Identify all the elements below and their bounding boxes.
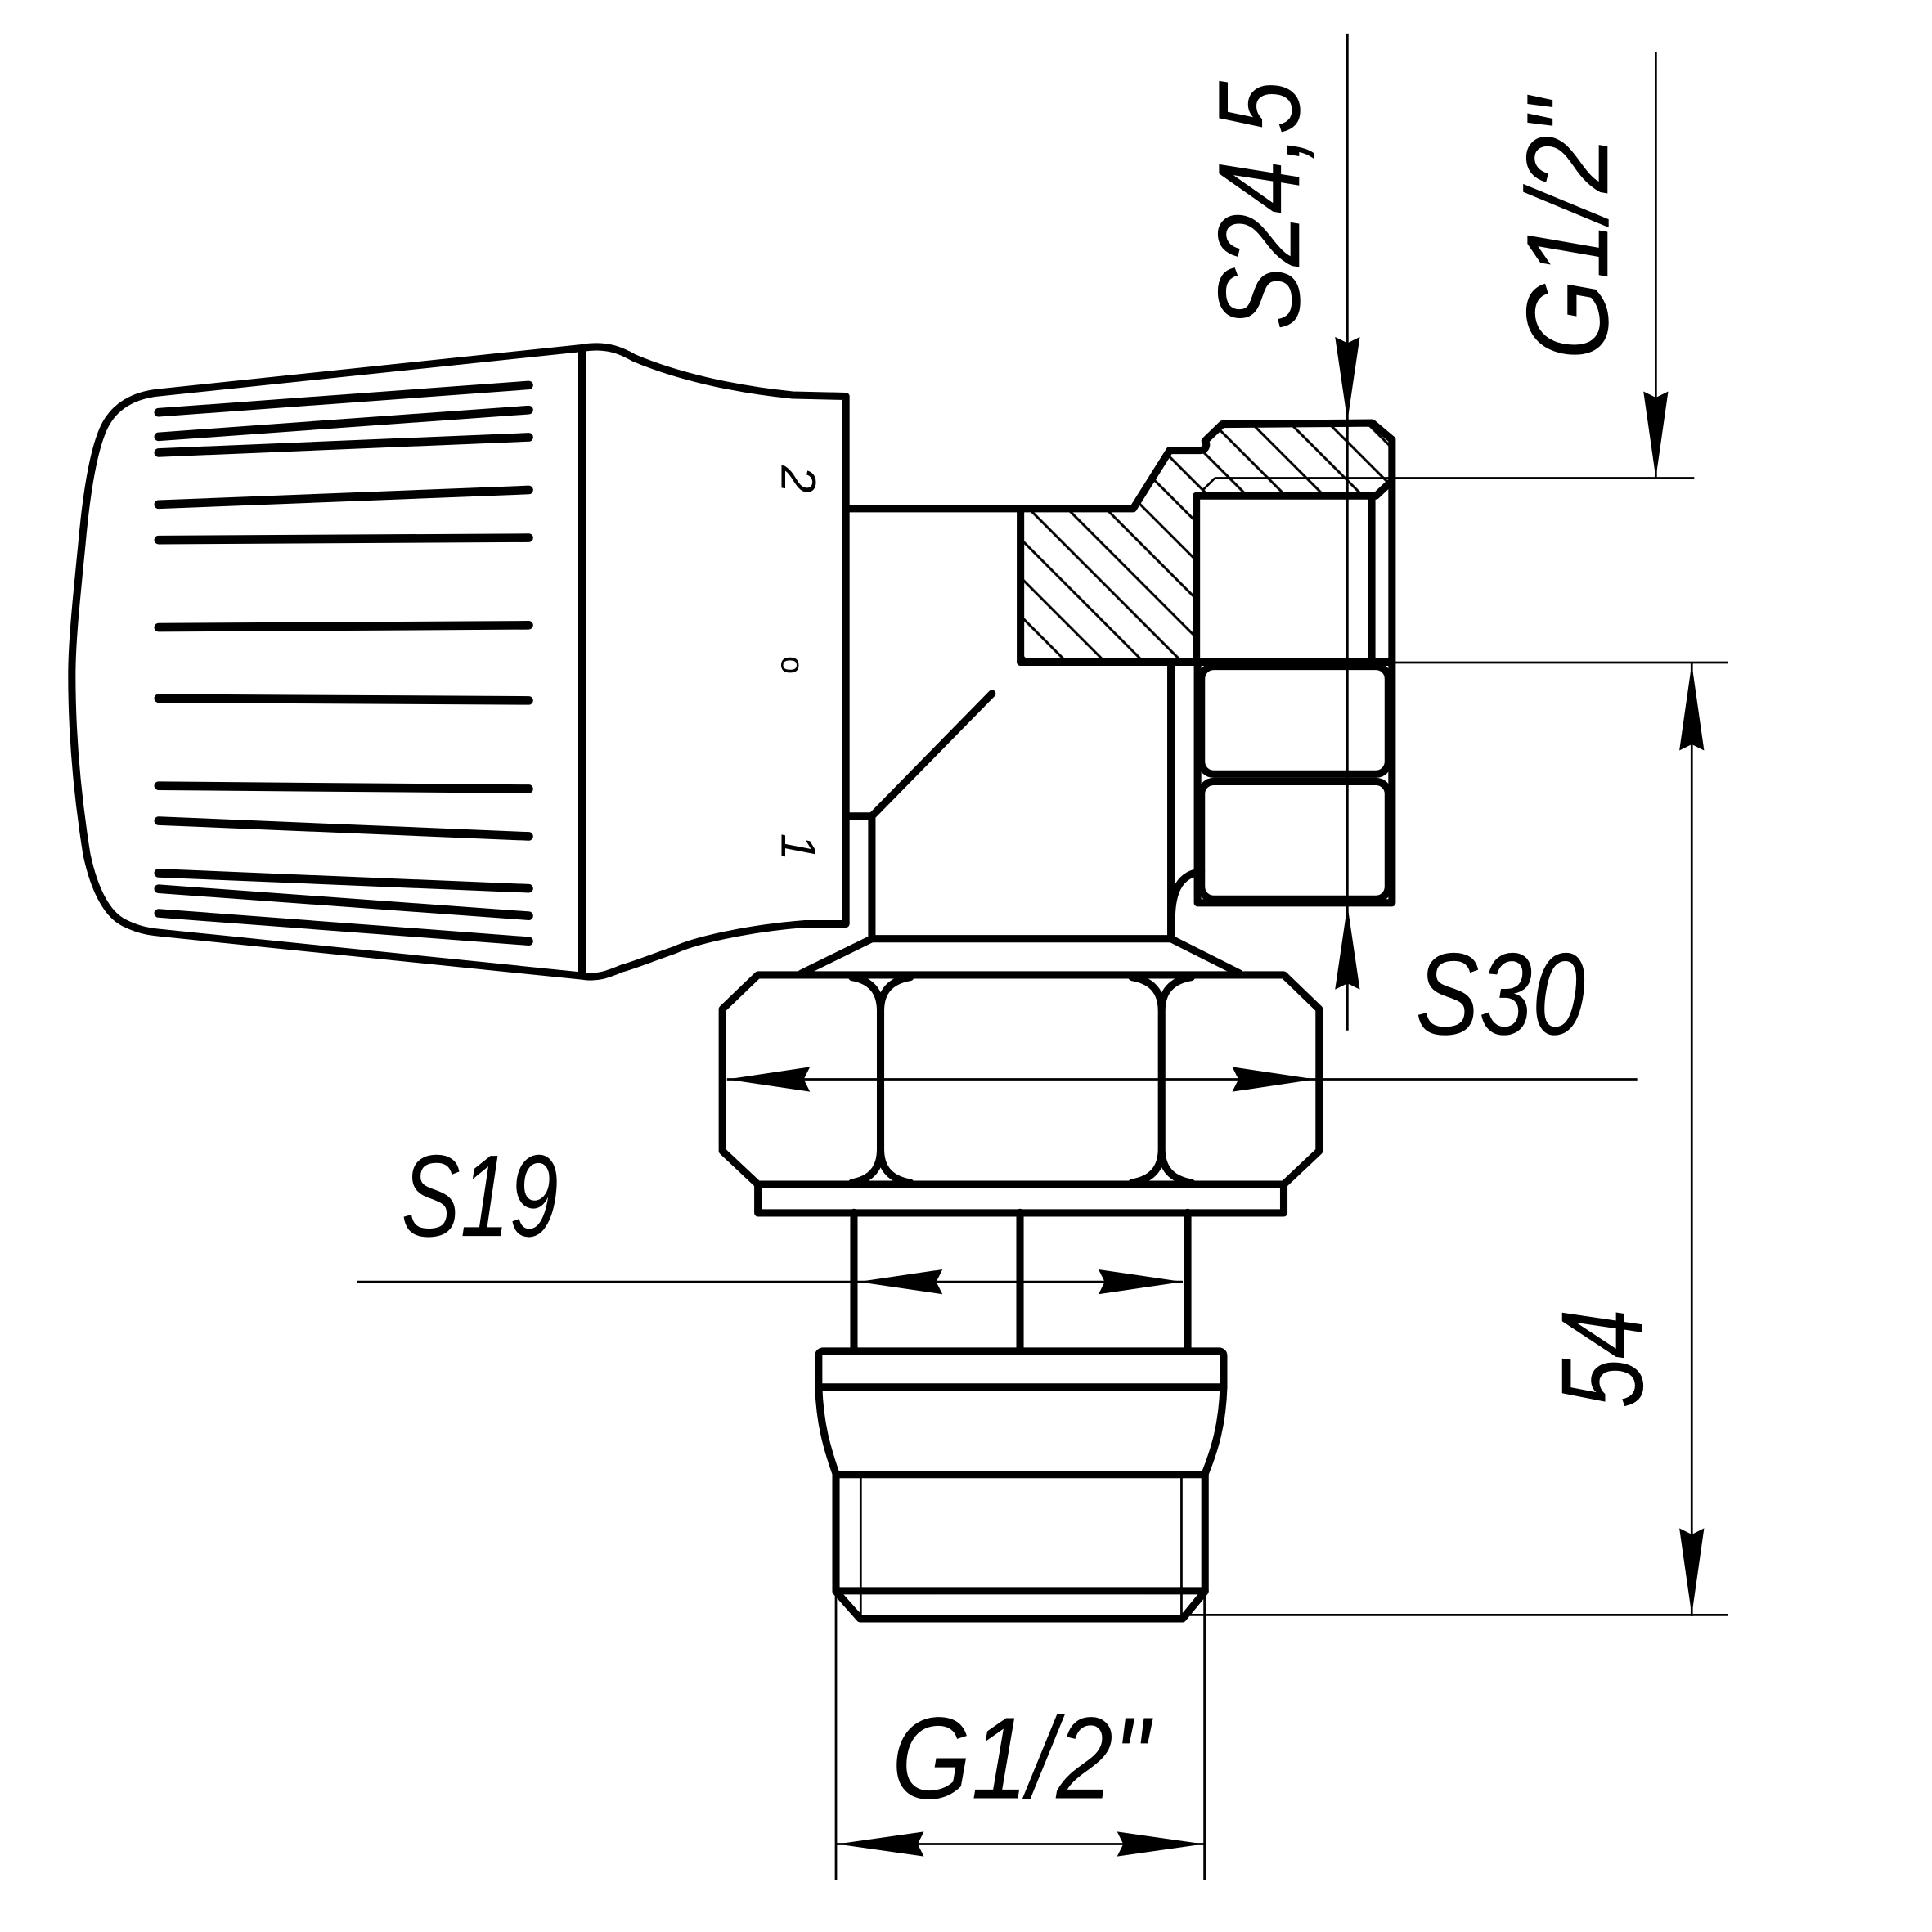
dimension-height-54: 54 [1182, 661, 1728, 1616]
section-outline [1017, 419, 1396, 907]
arrow-right-icon [1117, 1831, 1204, 1857]
knob-scale-mark-o: o [774, 656, 810, 674]
rib [154, 533, 533, 545]
rib [154, 869, 533, 893]
arrow-down-icon [1335, 336, 1360, 421]
dimension-label-s30: S30 [1416, 929, 1585, 1059]
rib [154, 816, 533, 841]
arrow-left-icon [837, 1831, 924, 1857]
rib [154, 909, 533, 946]
arrow-right-icon [1232, 1067, 1315, 1092]
dimension-s30: S30 [726, 929, 1638, 1092]
tailpiece [815, 1208, 1228, 1623]
rib [154, 694, 533, 705]
dimension-top-thread: G1/2" [1215, 52, 1695, 479]
tailpiece-taper-left [815, 1383, 840, 1478]
tailpiece-taper-right [1201, 1383, 1228, 1478]
thread-line [1202, 477, 1216, 492]
arrow-down-icon [1679, 1528, 1705, 1615]
knob-scale-label-2: 2 [771, 465, 826, 493]
nut-collar-chamfer-left [798, 935, 876, 977]
top-nut-face-upper [1197, 663, 1392, 778]
dimension-label-bottom-g1-2: G1/2" [892, 1693, 1153, 1823]
thermostat-knob: 2 o 1 [68, 343, 850, 981]
top-nut-face-lower [1197, 777, 1392, 903]
arrow-right-icon [1099, 1269, 1183, 1295]
arrow-left-icon [726, 1067, 811, 1092]
arrow-down-icon [1643, 391, 1669, 479]
rib [154, 884, 533, 920]
section-hatch-area [1020, 423, 1392, 663]
rib [154, 621, 533, 632]
arrow-up-icon [1679, 663, 1705, 751]
nut-inner-bore [1193, 479, 1394, 666]
rib [154, 405, 533, 442]
body-fillet [1167, 868, 1206, 923]
dimension-label-s19: S19 [402, 1131, 559, 1261]
dimension-label-top-g1-2: G1/2" [1503, 95, 1633, 360]
dimension-bottom-thread: G1/2" [834, 1595, 1206, 1880]
dimension-s19: S19 [357, 1131, 1183, 1295]
body-diagonal-edge [868, 690, 996, 820]
arrow-left-icon [858, 1269, 943, 1295]
union-nut [718, 971, 1323, 1217]
valve-body [798, 419, 1396, 977]
dimension-s24-5: S24,5 [1194, 33, 1360, 1031]
rib [154, 781, 533, 793]
tailpiece-collar [815, 1347, 1228, 1391]
knob-scale-label-1: 1 [771, 833, 826, 861]
rib [154, 433, 533, 457]
knob-collar-outline [578, 343, 850, 981]
rib [154, 485, 533, 510]
arrow-up-icon [1335, 905, 1360, 990]
dimension-label-s24-5: S24,5 [1194, 80, 1324, 330]
rib [154, 380, 533, 417]
dimension-label-54: 54 [1538, 1309, 1668, 1408]
knob-grip-ribs [154, 380, 533, 946]
nut-collar-chamfer-right [1167, 935, 1244, 977]
